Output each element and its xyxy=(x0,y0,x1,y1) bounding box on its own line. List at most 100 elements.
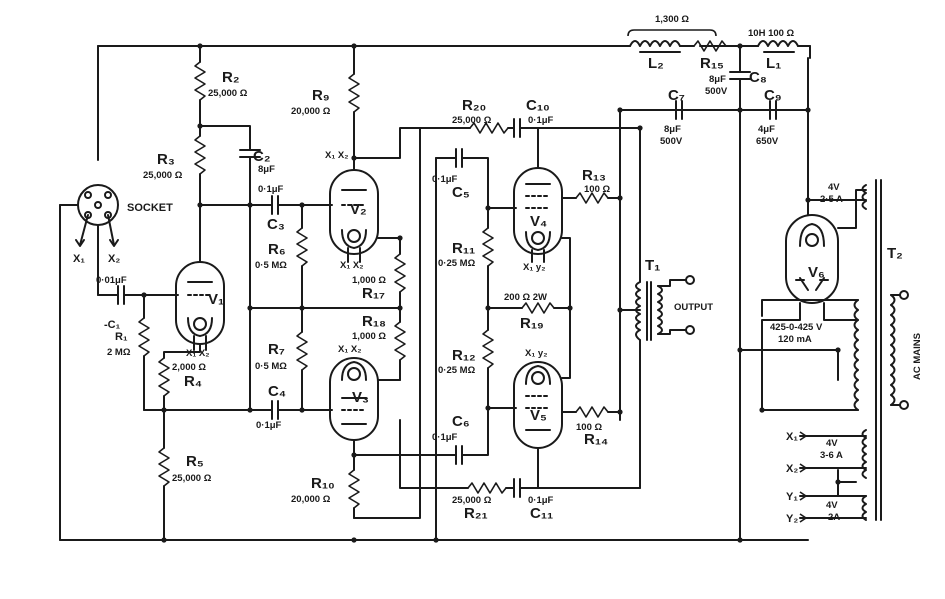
resistor-r14 xyxy=(561,406,621,418)
resistor-r19 xyxy=(487,237,571,379)
heater1-voltage: 4V xyxy=(826,438,838,449)
r18-label: R₁₈ xyxy=(362,313,386,330)
c6-label: C₆ xyxy=(452,413,470,430)
r4-label: R₄ xyxy=(184,373,202,390)
v6-label: V₆ xyxy=(808,264,825,281)
capacitor-c7 xyxy=(675,100,683,120)
r14-value: 100 Ω xyxy=(576,422,602,433)
l2-label: L₂ xyxy=(648,55,664,72)
capacitor-c3 xyxy=(249,195,333,215)
c8-value: 8μF xyxy=(709,74,726,85)
r3-label: R₃ xyxy=(157,151,175,168)
capacitor-c9 xyxy=(769,57,809,201)
r15-label: R₁₅ xyxy=(700,55,724,72)
v2-pins: X₁ X₂ xyxy=(340,260,363,271)
c8-label: C₈ xyxy=(749,69,767,86)
rectifier-valve-v6 xyxy=(761,189,867,411)
r5-label: R₅ xyxy=(186,453,204,470)
resistor-r12 xyxy=(482,307,517,409)
c9-label: C₉ xyxy=(764,87,782,104)
c4-label: C₄ xyxy=(268,383,286,400)
c1-label: -C₁ xyxy=(104,319,121,331)
c10-value: 0·1μF xyxy=(528,115,554,126)
c9-voltage: 650V xyxy=(756,136,779,147)
r6-label: R₆ xyxy=(268,241,286,258)
r2-label: R₂ xyxy=(222,69,240,86)
c10-label: C₁₀ xyxy=(526,97,550,114)
resistor-r17 xyxy=(394,237,406,309)
rect-heater-current: 2·5 A xyxy=(820,194,843,205)
c11-label: C₁₁ xyxy=(530,505,553,522)
r12-label: R₁₂ xyxy=(452,347,476,364)
socket-x1-label: X₁ xyxy=(73,253,85,265)
heater1-current: 3-6 A xyxy=(820,450,843,461)
v4-pins: X₁ y₂ xyxy=(523,262,545,273)
v2-label: V₂ xyxy=(350,201,367,218)
capacitor-c1 xyxy=(97,285,179,305)
l2-resistance: 1,300 Ω xyxy=(655,14,689,25)
output-label: OUTPUT xyxy=(674,302,713,313)
capacitor-c10 xyxy=(513,118,539,169)
r7-value: 0·5 MΩ xyxy=(255,361,287,372)
resistor-r9 xyxy=(348,45,360,171)
heater-x2-label: X₂ xyxy=(786,463,798,475)
capacitor-c6 xyxy=(455,407,489,465)
r20-value: 25,000 Ω xyxy=(452,115,492,126)
r7-label: R₇ xyxy=(268,341,285,358)
c2-value: 8μF xyxy=(258,164,275,175)
v4-label: V₄ xyxy=(530,213,547,230)
resistor-r11 xyxy=(482,207,494,309)
r21-label: R₂₁ xyxy=(464,505,488,522)
rect-heater-voltage: 4V xyxy=(828,182,840,193)
c7-voltage: 500V xyxy=(660,136,683,147)
r18-value: 1,000 Ω xyxy=(352,331,386,342)
r2-value: 25,000 Ω xyxy=(208,88,248,99)
c8-voltage: 500V xyxy=(705,86,728,97)
resistor-r3 xyxy=(194,135,206,263)
r1-label: R₁ xyxy=(115,331,128,343)
valve-v2 xyxy=(329,169,401,263)
capacitor-c4 xyxy=(271,400,333,420)
r6-value: 0·5 MΩ xyxy=(255,260,287,271)
c7-value: 8μF xyxy=(664,124,681,135)
c5-label: C₅ xyxy=(452,184,470,201)
heater2-current: 2A xyxy=(828,512,840,523)
c5-value: 0·1μF xyxy=(432,174,458,185)
r13-label: R₁₃ xyxy=(582,167,606,184)
resistor-r4 xyxy=(158,343,201,449)
c3-label: C₃ xyxy=(267,216,285,233)
r5-value: 25,000 Ω xyxy=(172,473,212,484)
capacitor-c5 xyxy=(455,148,517,209)
socket-x2-label: X₂ xyxy=(108,253,120,265)
junction-dots xyxy=(141,43,841,543)
r14-label: R₁₄ xyxy=(584,431,608,448)
r19-label: R₁₉ xyxy=(520,315,544,332)
heater2-voltage: 4V xyxy=(826,500,838,511)
capacitor-c11 xyxy=(513,478,641,498)
ac-mains-label: AC MAINS xyxy=(912,333,923,380)
c6-value: 0·1μF xyxy=(432,432,458,443)
c7-label: C₇ xyxy=(668,87,685,104)
r17-value: 1,000 Ω xyxy=(352,275,386,286)
r4-value: 2,000 Ω xyxy=(172,362,206,373)
t1-label: T₁ xyxy=(645,257,660,274)
capacitor-c2 xyxy=(239,149,261,206)
r9-value: 20,000 Ω xyxy=(291,106,331,117)
c3-value: 0·1μF xyxy=(258,184,284,195)
r1-value: 2 MΩ xyxy=(107,347,131,358)
v5-label: V₅ xyxy=(530,407,547,424)
resistor-r6 xyxy=(296,204,308,309)
choke-l2 xyxy=(629,40,695,53)
choke-l1 xyxy=(757,40,799,53)
l1-label: L₁ xyxy=(766,55,781,72)
capacitor-c8 xyxy=(729,45,751,541)
r19-value: 200 Ω 2W xyxy=(504,292,547,303)
socket-label: SOCKET xyxy=(127,202,173,214)
input-socket xyxy=(59,184,119,296)
c9-value: 4μF xyxy=(758,124,775,135)
v1-pins: X₁ X₂ xyxy=(186,348,209,359)
bracket-top xyxy=(627,29,717,37)
ht-winding-current: 120 mA xyxy=(778,334,812,345)
resistor-r2 xyxy=(194,45,206,137)
